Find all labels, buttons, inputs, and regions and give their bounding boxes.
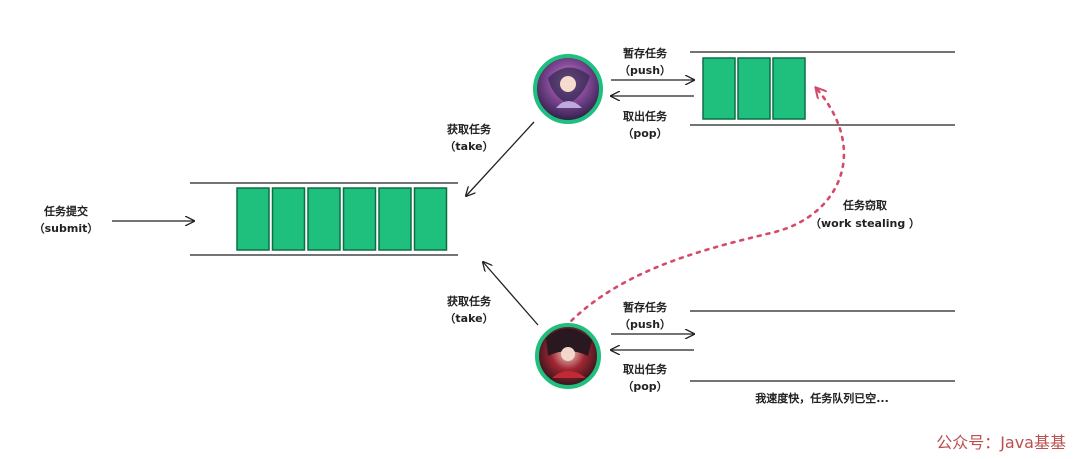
take-bottom-arrow bbox=[483, 262, 539, 326]
shared-task-block bbox=[236, 187, 270, 251]
pop-top-label-cn: 取出任务 bbox=[623, 109, 668, 123]
top-task-block bbox=[772, 57, 806, 120]
take-top-label: 获取任务 （take） bbox=[444, 122, 493, 153]
top-task-block bbox=[737, 57, 771, 120]
pop-top-label-en: （pop） bbox=[622, 127, 667, 140]
top-worker-queue-tasks bbox=[702, 57, 806, 120]
submit-label-cn: 任务提交 bbox=[43, 204, 88, 218]
work-stealing-label-en: （work stealing ） bbox=[810, 217, 920, 230]
top-task-block bbox=[702, 57, 736, 120]
shared-task-block bbox=[378, 187, 412, 251]
shared-task-block bbox=[271, 187, 306, 251]
bottom-worker-queue bbox=[690, 310, 955, 382]
push-bottom-label-en: （push） bbox=[619, 318, 671, 331]
pop-bottom-label-cn: 取出任务 bbox=[623, 362, 668, 376]
push-bottom-label-cn: 暂存任务 bbox=[623, 300, 668, 314]
shared-task-block bbox=[413, 187, 448, 251]
pop-bottom-label-en: （pop） bbox=[622, 380, 667, 393]
shared-queue-tasks bbox=[236, 187, 448, 251]
take-bottom-label: 获取任务 （take） bbox=[444, 294, 493, 325]
work-stealing-label: 任务窃取 （work stealing ） bbox=[810, 198, 920, 230]
push-top-label: 暂存任务 （push） bbox=[619, 46, 671, 77]
empty-queue-note: 我速度快，任务队列已空... bbox=[755, 391, 889, 405]
top-worker-avatar bbox=[533, 54, 603, 124]
work-stealing-arrow bbox=[563, 88, 846, 329]
top-worker-queue bbox=[690, 51, 955, 126]
take-top-label-cn: 获取任务 bbox=[447, 122, 492, 136]
shared-task-block bbox=[342, 187, 377, 251]
take-bottom-label-cn: 获取任务 bbox=[447, 294, 492, 308]
watermark: 公众号：Java基基 bbox=[936, 433, 1066, 452]
take-top-arrow bbox=[466, 121, 535, 196]
push-bottom-label: 暂存任务 （push） bbox=[619, 300, 671, 331]
take-bottom-label-en: （take） bbox=[444, 312, 493, 325]
pop-bottom-label: 取出任务 （pop） bbox=[622, 362, 668, 393]
submit-label: 任务提交 （submit） bbox=[34, 204, 99, 235]
shared-queue bbox=[190, 182, 458, 256]
push-top-label-cn: 暂存任务 bbox=[623, 46, 668, 60]
submit-label-en: （submit） bbox=[34, 222, 99, 235]
pop-top-label: 取出任务 （pop） bbox=[622, 109, 668, 140]
push-top-label-en: （push） bbox=[619, 64, 671, 77]
bottom-worker-avatar bbox=[535, 323, 601, 389]
take-top-label-en: （take） bbox=[444, 140, 493, 153]
shared-task-block bbox=[307, 187, 341, 251]
work-stealing-label-cn: 任务窃取 bbox=[842, 198, 887, 212]
